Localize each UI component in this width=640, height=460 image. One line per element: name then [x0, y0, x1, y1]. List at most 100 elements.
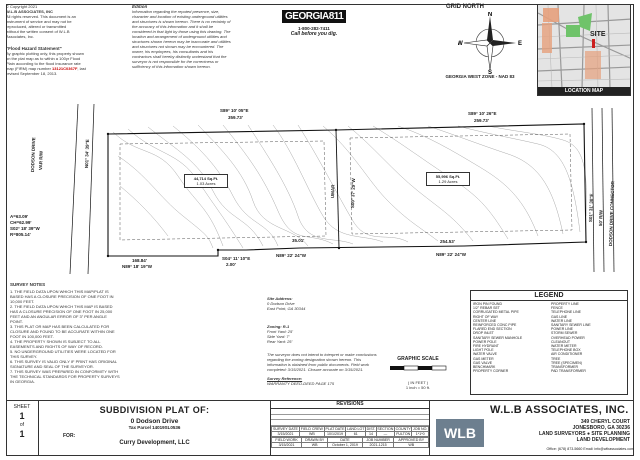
firm-address-line2: JONESBORO, GA 30236: [572, 425, 630, 431]
sheet-label: SHEET: [13, 404, 31, 410]
table-header: JOB NUMBER: [361, 436, 395, 443]
jog-distance: 2.00': [226, 262, 236, 267]
top-left-distance: 359.73': [228, 115, 243, 120]
legend-item: CORRUGATED METAL PIPE: [473, 310, 519, 315]
lot2-area-label: 55,996 Sq.Ft. 1.29 Acres: [426, 172, 470, 186]
firm-info: 349 CHERYL COURT JONESBORO, GA 30236 LAN…: [500, 419, 630, 443]
bottom-left-distance: 168.84': [132, 258, 147, 263]
table-header: DIST.: [365, 425, 377, 432]
graphic-scale-ratio: 1 inch = 50 ft.: [405, 385, 431, 390]
table-cell: 3/15/2021: [271, 430, 300, 437]
location-map-streets: [538, 5, 630, 90]
legend-item: 1/2" REBAR SET: [473, 306, 500, 311]
table-cell: 10/1/2019: [323, 430, 347, 437]
georgia811-wordmark: GEORGIA811: [282, 10, 347, 23]
legend-item: TELEPHONE LINE: [551, 310, 581, 315]
site-address-line1: 0 Dodson Drive: [267, 301, 295, 306]
client-name: Curry Development, LLC: [119, 440, 190, 446]
plat-sheet: [6, 4, 634, 456]
georgia811-phone: 1-800-282-7411: [298, 26, 330, 31]
curve-radius: R=805.14': [10, 232, 31, 237]
survey-note: 3. THIS PLAT OR MAP HAS BEEN CALCULATED …: [10, 324, 115, 339]
survey-note: 6. THIS SURVEY IS VALID ONLY IF PRINT HA…: [10, 359, 117, 369]
legend-item: STORM SEWER: [551, 331, 578, 336]
lot2-area: 55,996 Sq.Ft.: [435, 174, 461, 179]
top-right-distance: 259.73': [474, 118, 489, 123]
right-road-row: 50' R/W: [598, 209, 604, 227]
survey-note: 4. THE PROPERTY SHOWN IS SUBJECT TO ALL …: [10, 339, 103, 349]
legend-symbols-column: IRON PIN FOUND 1/2" REBAR SET CORRUGATED…: [471, 301, 549, 374]
sheet-number-box: SHEET 1 of 1: [6, 401, 39, 456]
curve-arc: A=63.09': [10, 214, 29, 219]
revisions-box: REVISIONS SURVEY DATE FIELD CREW PLAT DA…: [270, 401, 430, 456]
table-cell: —: [375, 430, 396, 437]
bottom-right-bearing: N89° 22' 24"W: [436, 252, 467, 257]
graphic-scale: GRAPHIC SCALE ( IN FEET ) 1 inch = 50 ft…: [388, 356, 448, 390]
table-header: JOB NO.: [411, 425, 429, 432]
plat-title: SUBDIVISION PLAT OF:: [99, 405, 210, 415]
legend-item: PAD TRANSFORMER: [551, 369, 586, 374]
legend-item: WATER LINE: [551, 318, 573, 323]
legend-item: GAS LINE: [551, 314, 568, 319]
location-map-site: SITE: [590, 31, 606, 38]
legend-item: LIGHT POLE: [473, 348, 494, 353]
curve-bearing: S02° 18' 39"W: [10, 226, 40, 231]
legend-item: PROPERTY LINE: [551, 302, 579, 306]
legend-item: CENTER LINE: [473, 318, 497, 323]
flood-body: By graphic plotting only, this property …: [6, 51, 84, 71]
survey-note: 2. THE FIELD DATA UPON WHICH THIS MAP IS…: [10, 304, 113, 324]
lot1-area: 44,714 Sq.Ft.: [193, 176, 219, 181]
firm-address-line1: 349 CHERYL COURT: [580, 419, 630, 425]
bottom-mid-distance: 35.01': [292, 238, 305, 243]
legend-item: RIGHT OF WAY: [473, 314, 499, 319]
sheet-of: of: [19, 422, 25, 428]
table-header: SECTION: [375, 425, 396, 432]
legend-item: TELEPHONE BOX: [551, 348, 581, 353]
top-right-bearing: S89° 10' 26"E: [468, 111, 497, 116]
table-cell: WB: [298, 430, 325, 437]
legend-title: LEGEND: [471, 291, 627, 301]
table-header: LAND LOT: [345, 425, 367, 432]
firm-logo: WLB: [436, 419, 484, 447]
plat-drawing: S89° 10' 05"E 359.73' S89° 10' 26"E 259.…: [8, 96, 630, 276]
copyright-body: All rights reserved. This document is an…: [6, 14, 76, 39]
site-marker-icon: [592, 39, 595, 48]
legend-item: SANITARY SEWER MANHOLE: [473, 335, 523, 340]
division-bearing: S00° 37' 29"W: [350, 178, 357, 209]
job-info-table: FIELD WORK DRAWN BY DATE JOB NUMBER APPR…: [270, 436, 429, 448]
survey-note: 5. NO UNDERGROUND UTILITIES WERE LOCATED…: [10, 349, 116, 359]
table-header: FIELD CREW: [298, 425, 325, 432]
table-cell: FULTON: [394, 430, 413, 437]
legend-item: SANITARY SEWER LINE: [551, 323, 591, 328]
top-left-bearing: S89° 10' 05"E: [220, 108, 249, 113]
copyright-note: © Copyright 2021 W.L.B ASSOCIATES, INC A…: [6, 4, 76, 39]
legend-item: WATER METER: [551, 344, 577, 349]
title-block: SHEET 1 of 1 SUBDIVISION PLAT OF: 0 Dods…: [6, 400, 634, 456]
legend-item: BENCHMARK: [473, 365, 496, 370]
legend-item: CLEANOUT: [551, 339, 571, 344]
table-cell: WB: [301, 441, 329, 448]
survey-reference: Survey Reference: WARRANTY DEED-DEED PAG…: [267, 376, 377, 386]
compass-e: E: [518, 41, 522, 47]
plat-title-box: SUBDIVISION PLAT OF: 0 Dodson Drive Tax …: [39, 401, 271, 456]
division-label: UMAR: [330, 184, 336, 199]
survey-reference-line: WARRANTY DEED-DEED PAGE 175: [267, 381, 335, 386]
firm-box: W.L.B ASSOCIATES, INC. WLB 349 CHERYL CO…: [430, 401, 634, 456]
legend-item: DROP INLET: [473, 331, 494, 336]
table-cell: 61: [345, 430, 367, 437]
bottom-right-distance: 254.53': [440, 239, 455, 244]
north-arrow-icon: N S W E: [458, 12, 522, 74]
left-road-row: VAR R/W: [38, 150, 44, 171]
firm-services: LAND SURVEYORS ● SITE PLANNING: [539, 431, 630, 437]
legend-item: POWER LINE: [551, 327, 573, 332]
flood-heading: "Flood Hazard Statement": [6, 46, 62, 51]
legend-lines-column: PROPERTY LINE FENCE TELEPHONE LINE GAS L…: [549, 301, 627, 374]
legend: LEGEND IRON PIN FOUND 1/2" REBAR SET COR…: [470, 290, 628, 395]
jog-bearing: S04° 11' 10"E: [222, 256, 251, 261]
survey-info-table: SURVEY DATE FIELD CREW PLAT DATE LAND LO…: [271, 425, 429, 437]
legend-item: TRANSFORMER: [551, 365, 579, 370]
legend-item: REINFORCED CONC PIPE: [473, 323, 517, 328]
utility-body: Information regarding the reputed presen…: [132, 9, 231, 69]
tax-parcel: Tax Parcel 14019SL0536: [128, 425, 181, 430]
sheet-total: 1: [19, 429, 25, 439]
